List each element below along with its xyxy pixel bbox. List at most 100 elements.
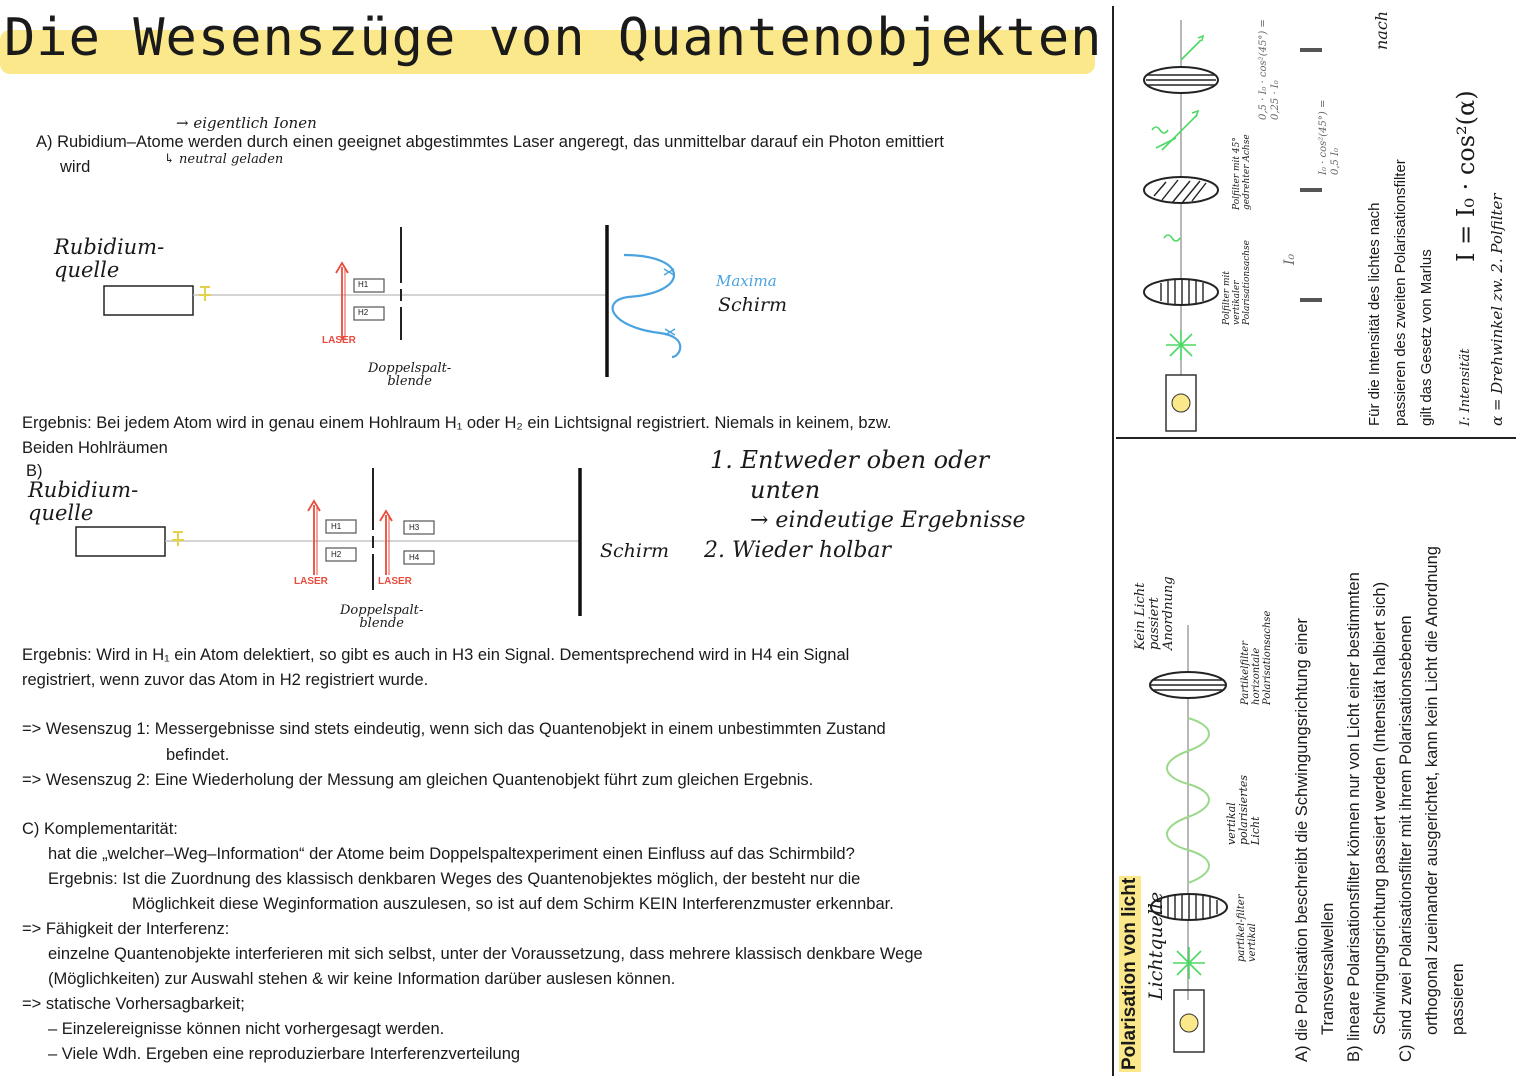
top-filter1-label: Polfilter mit vertikaler Polarisationsac… xyxy=(1222,240,1252,325)
bottom-filter-vertical-lines xyxy=(1160,894,1218,920)
vorhersage-head: => statische Vorhersagbarkeit; xyxy=(22,995,245,1013)
kein-licht-label: Kein Licht passiert Anordnung xyxy=(1133,576,1176,650)
panel-divider-horizontal xyxy=(1116,437,1516,439)
rule-b-line2: Schwingungsrichtung passiert werden (Int… xyxy=(1371,581,1389,1035)
result-b-line2: registriert, wenn zuvor das Atom in H2 r… xyxy=(22,671,429,689)
cavity-h1 xyxy=(353,278,385,293)
vorhersage-1: – Einzelereignisse können nicht vorherge… xyxy=(48,1020,445,1038)
rule-a-line1: A) die Polarisation beschreibt die Schwi… xyxy=(1293,618,1311,1062)
screen-label-a: Schirm xyxy=(718,294,788,316)
top-filter-45 xyxy=(1143,176,1219,204)
polarisation-top-diagram xyxy=(1143,20,1322,432)
top-filter-45-lines xyxy=(1153,179,1207,204)
top-arrow-out-icon xyxy=(1180,34,1205,61)
section-c-question: hat die „welcher–Weg–Information“ der At… xyxy=(48,845,855,863)
malus-line1: Für die Intensität des lichtes nach xyxy=(1366,202,1383,426)
source-label-b: Rubidium-quelle xyxy=(28,478,139,525)
section-b-label: B) xyxy=(26,462,43,480)
title-highlight xyxy=(0,30,1095,74)
laser-label-b1: LASER xyxy=(294,576,328,587)
bottom-unpolarized-icon xyxy=(1173,947,1205,979)
rule-a-line2: Transversalwellen xyxy=(1319,902,1337,1035)
note-4: 2. Wieder holbar xyxy=(704,538,892,563)
label-h2-b: H2 xyxy=(331,550,342,559)
laser-arrow-b2-icon xyxy=(379,509,393,575)
cavity-b-h2 xyxy=(325,547,357,562)
label-h3-b: H3 xyxy=(409,523,420,532)
result-a-line2: Beiden Hohlräumen xyxy=(22,439,168,457)
malus-line3: gilt das Gesetz von Marlus xyxy=(1418,249,1435,426)
label-h1-b: H1 xyxy=(331,522,342,531)
legend-intensitaet: I: Intensität xyxy=(1458,348,1473,426)
section-a-line1: A) Rubidium–Atome werden durch einen gee… xyxy=(36,133,945,151)
label-h4-b: H4 xyxy=(409,553,420,562)
top-bulb-icon xyxy=(1171,393,1191,413)
interferenz-2: (Möglichkeiten) zur Auswahl stehen & wir… xyxy=(48,970,676,988)
diagram-b xyxy=(75,468,582,616)
cavity-b-h3 xyxy=(403,520,435,535)
interferenz-1: einzelne Quantenobjekte interferieren mi… xyxy=(48,945,923,963)
note-1: 1. Entweder oben oder xyxy=(710,446,990,474)
vorhersage-2: – Viele Wdh. Ergeben eine reproduzierbar… xyxy=(48,1045,521,1063)
annotation-neutral: ↳ neutral geladen xyxy=(164,152,284,167)
label-h2-a: H2 xyxy=(358,308,369,317)
title-block: Die Wesenszüge von Quantenobjekten xyxy=(0,8,1103,74)
rule-c-line1: C) sind zwei Polarisationsfilter mit ihr… xyxy=(1397,615,1415,1062)
intensity-curve xyxy=(611,253,682,359)
cavity-b-h4 xyxy=(403,550,435,565)
section-c-result-2: Möglichkeit diese Weginformation auszule… xyxy=(132,895,894,913)
page-title: Die Wesenszüge von Quantenobjekten xyxy=(4,8,1103,68)
result-b-line1: Ergebnis: Wird in H₁ ein Atom delektiert… xyxy=(22,646,850,664)
note-2: unten xyxy=(750,476,821,504)
laser-arrow-icon xyxy=(335,261,349,340)
top-unpolarized-icon xyxy=(1166,330,1196,360)
top-lamp-box xyxy=(1165,374,1197,432)
screen-label-b: Schirm xyxy=(600,540,670,562)
rule-c-line2: orthogonal zueinander ausgerichtet, kann… xyxy=(1423,546,1441,1035)
bottom-lamp-box xyxy=(1173,989,1205,1053)
top-filter-vertical-lines xyxy=(1160,279,1204,305)
source-box-b xyxy=(75,526,166,557)
nach-label: nach xyxy=(1372,10,1391,50)
annotation-ionen: → eigentlich Ionen xyxy=(176,114,317,132)
top-ihalf-label: I₀ · cos²(45°) = 0,5 I₀ xyxy=(1318,99,1341,175)
bottom-filter-horizontal-lines xyxy=(1151,679,1225,691)
wesenszug-2: => Wesenszug 2: Eine Wiederholung der Me… xyxy=(22,771,814,789)
top-filter-horizontal-lines xyxy=(1146,74,1216,86)
diagram-a xyxy=(103,225,682,377)
top-wave-1-icon xyxy=(1163,234,1181,242)
source-box xyxy=(103,285,194,316)
filter-vertikal-label: partikel-filter vertikal xyxy=(1236,894,1258,963)
laser-arrow-b1-icon xyxy=(307,499,321,575)
section-c-head: C) Komplementarität: xyxy=(22,820,178,838)
vertikal-licht-label: vertikal polarisiertes Licht xyxy=(1225,774,1262,845)
bottom-bulb-icon xyxy=(1179,1013,1199,1033)
cavity-h2 xyxy=(353,306,385,321)
label-h1-a: H1 xyxy=(358,280,369,289)
interferenz-head: => Fähigkeit der Interferenz: xyxy=(22,920,230,938)
malus-formula: I = I₀ · cos²(α) xyxy=(1452,90,1480,262)
source-label-a: Rubidium-quelle xyxy=(54,235,165,282)
cavity-b-h1 xyxy=(325,519,357,534)
top-filter2-label: Polfilter mit 45° gedrehter Achse xyxy=(1232,134,1252,210)
top-iquarter-label: 0,5 · I₀ · cos²(45°) = 0,25 · I₀ xyxy=(1258,19,1281,120)
lichtquelle-label: Lichtquelle xyxy=(1145,891,1167,1000)
top-wave-2-icon xyxy=(1151,126,1177,149)
section-a-line2: wird xyxy=(60,158,91,176)
slit-label-b: Doppelspalt-blende xyxy=(340,603,424,631)
panel-divider-vertical xyxy=(1112,6,1114,1076)
top-filter-vertical xyxy=(1143,278,1219,306)
note-3: → eindeutige Ergebnisse xyxy=(750,508,1026,533)
top-arrow-diagonal-icon xyxy=(1161,109,1200,151)
maxima-label: Maxima xyxy=(716,272,777,290)
slit-label-a: Doppelspalt-blende xyxy=(368,361,452,389)
maximum-mark-2 xyxy=(664,328,676,336)
rule-c-line3: passieren xyxy=(1449,963,1467,1035)
laser-label-b2: LASER xyxy=(378,576,412,587)
top-i0-label: I₀ xyxy=(1282,253,1298,265)
rule-b-line1: B) lineare Polarisationsfilter können nu… xyxy=(1345,572,1363,1062)
photon-icon-b xyxy=(172,531,184,546)
laser-label-a: LASER xyxy=(322,335,356,346)
section-c-result-1: Ergebnis: Ist die Zuordnung des klassisc… xyxy=(48,870,861,888)
result-a-line1: Ergebnis: Bei jedem Atom wird in genau e… xyxy=(22,414,892,432)
